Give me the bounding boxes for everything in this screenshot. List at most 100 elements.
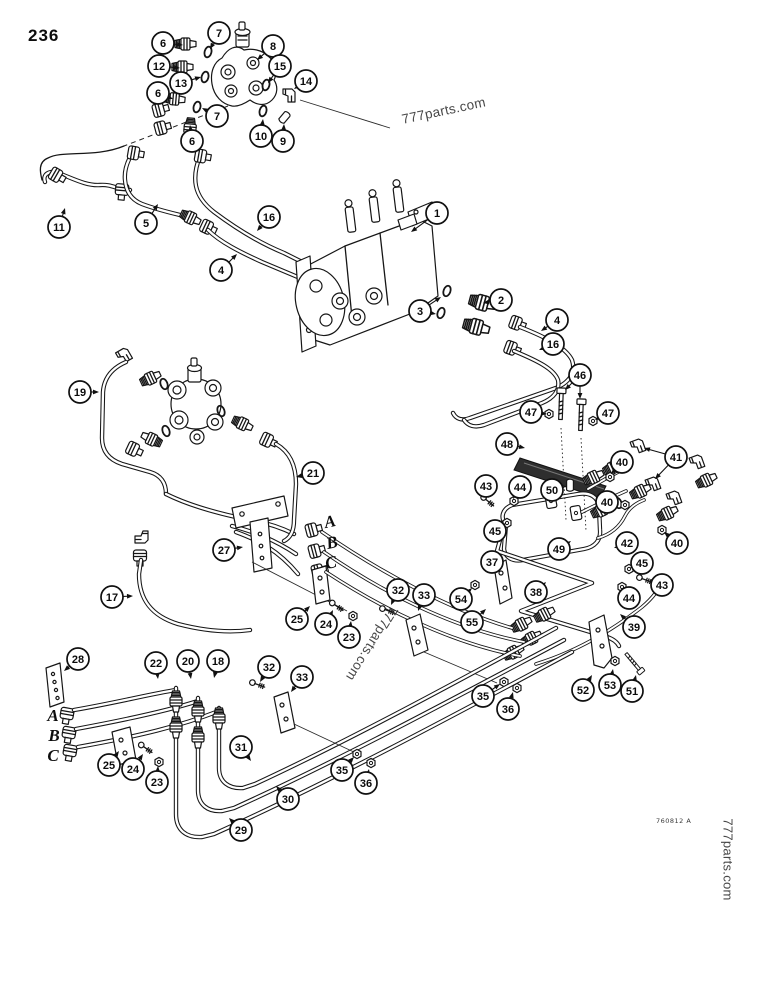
callout-32: 32 [386, 578, 410, 602]
svg-text:28: 28 [72, 654, 84, 666]
tube-17 [137, 558, 252, 633]
svg-text:40: 40 [601, 497, 613, 509]
tube-20-30 [196, 638, 566, 813]
callout-4: 4 [209, 258, 233, 282]
callout-11: 11 [47, 215, 71, 239]
svg-text:49: 49 [553, 544, 565, 556]
svg-text:7: 7 [216, 28, 222, 40]
svg-text:20: 20 [182, 656, 194, 668]
callout-32: 32 [257, 655, 281, 679]
svg-text:13: 13 [175, 78, 187, 90]
svg-text:47: 47 [525, 407, 537, 419]
clamp-25 [311, 565, 331, 605]
svg-text:3: 3 [417, 306, 423, 318]
callout-30: 30 [276, 787, 300, 811]
svg-text:24: 24 [320, 619, 333, 631]
callout-9: 9 [271, 129, 295, 153]
callout-19: 19 [68, 380, 92, 404]
svg-text:27: 27 [218, 545, 230, 557]
callout-23: 23 [337, 625, 361, 649]
svg-text:43: 43 [656, 580, 668, 592]
bracket-52 [588, 614, 613, 669]
callout-35: 35 [471, 684, 495, 708]
callout-6: 6 [146, 81, 170, 105]
callout-49: 49 [547, 537, 571, 561]
callout-43: 43 [474, 474, 498, 498]
callout-24: 24 [121, 757, 145, 781]
callout-48: 48 [495, 432, 519, 456]
port-letter-A: A [46, 706, 58, 725]
svg-text:44: 44 [623, 593, 636, 605]
callout-50: 50 [540, 478, 564, 502]
svg-text:5: 5 [143, 218, 149, 230]
callout-40: 40 [595, 490, 619, 514]
svg-text:38: 38 [530, 587, 542, 599]
svg-text:16: 16 [547, 339, 559, 351]
callout-23: 23 [145, 770, 169, 794]
callout-27: 27 [212, 538, 236, 562]
page-number: 236 [28, 26, 60, 45]
bracket-27 [231, 495, 289, 529]
tube-19 [100, 360, 168, 496]
svg-text:46: 46 [574, 370, 586, 382]
callout-36: 36 [496, 697, 520, 721]
svg-text:15: 15 [274, 61, 286, 73]
callout-54: 54 [449, 587, 473, 611]
port-letter-B: B [323, 532, 339, 553]
svg-text:52: 52 [577, 685, 589, 697]
callout-33: 33 [290, 665, 314, 689]
svg-text:6: 6 [160, 38, 166, 50]
svg-text:12: 12 [153, 61, 165, 73]
svg-text:10: 10 [255, 131, 267, 143]
bracket-33b [273, 691, 296, 734]
callout-40: 40 [610, 450, 634, 474]
svg-text:33: 33 [296, 672, 308, 684]
callout-17: 17 [100, 585, 124, 609]
callout-8: 8 [261, 34, 285, 58]
port-letter-B: B [47, 726, 59, 745]
main-control-valve-group [294, 179, 576, 429]
callout-15: 15 [268, 54, 292, 78]
hose-42 [597, 499, 645, 539]
callout-41: 41 [664, 445, 688, 469]
callout-7: 7 [205, 104, 229, 128]
port-letter-C: C [47, 746, 59, 765]
callout-45: 45 [630, 551, 654, 575]
svg-text:23: 23 [343, 632, 355, 644]
svg-text:6: 6 [189, 136, 195, 148]
svg-text:45: 45 [489, 526, 501, 538]
svg-text:36: 36 [360, 778, 372, 790]
callout-4: 4 [545, 308, 569, 332]
tube-38 [495, 538, 621, 648]
svg-text:11: 11 [53, 222, 65, 234]
callout-44: 44 [617, 586, 641, 610]
svg-text:16: 16 [263, 212, 275, 224]
callout-7: 7 [207, 21, 231, 45]
callout-46: 46 [568, 363, 592, 387]
callout-16: 16 [257, 205, 281, 229]
callout-51: 51 [620, 679, 644, 703]
callout-21: 21 [301, 461, 325, 485]
svg-text:25: 25 [291, 614, 303, 626]
callout-47: 47 [519, 400, 543, 424]
upper-tubes-group [42, 144, 315, 286]
document-code: 760812 A [656, 817, 692, 825]
callout-28: 28 [66, 647, 90, 671]
tube-21 [274, 442, 298, 543]
port-letter-A: A [321, 511, 337, 532]
svg-text:39: 39 [628, 622, 640, 634]
tube-loop-49 [501, 492, 602, 562]
callout-31: 31 [229, 735, 253, 759]
svg-text:42: 42 [621, 538, 633, 550]
svg-text:53: 53 [604, 680, 616, 692]
svg-text:35: 35 [477, 691, 489, 703]
callout-1: 1 [425, 201, 449, 225]
callout-14: 14 [294, 69, 318, 93]
svg-text:36: 36 [502, 704, 514, 716]
callout-24: 24 [314, 612, 338, 636]
svg-text:24: 24 [127, 764, 140, 776]
callout-25: 25 [97, 753, 121, 777]
svg-text:2: 2 [498, 295, 504, 307]
callout-45: 45 [483, 519, 507, 543]
